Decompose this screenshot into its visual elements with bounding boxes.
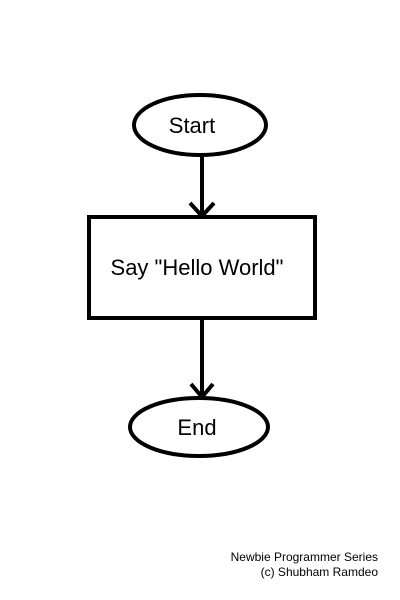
credits-footer: Newbie Programmer Series (c) Shubham Ram… [231,550,378,580]
series-title: Newbie Programmer Series [230,550,378,564]
copyright-text: (c) Shubham Ramdeo [260,565,378,579]
action-node: Say "Hello World" [87,215,317,320]
end-ellipse [128,396,270,458]
end-label: End [177,415,216,440]
start-label: Start [169,113,215,138]
action-rectangle [87,215,317,320]
arrow-start-to-action [188,153,216,219]
arrow-action-to-end [189,320,215,401]
end-node: End [128,396,270,458]
start-node: Start [132,93,268,157]
action-label: Say "Hello World" [111,255,284,280]
